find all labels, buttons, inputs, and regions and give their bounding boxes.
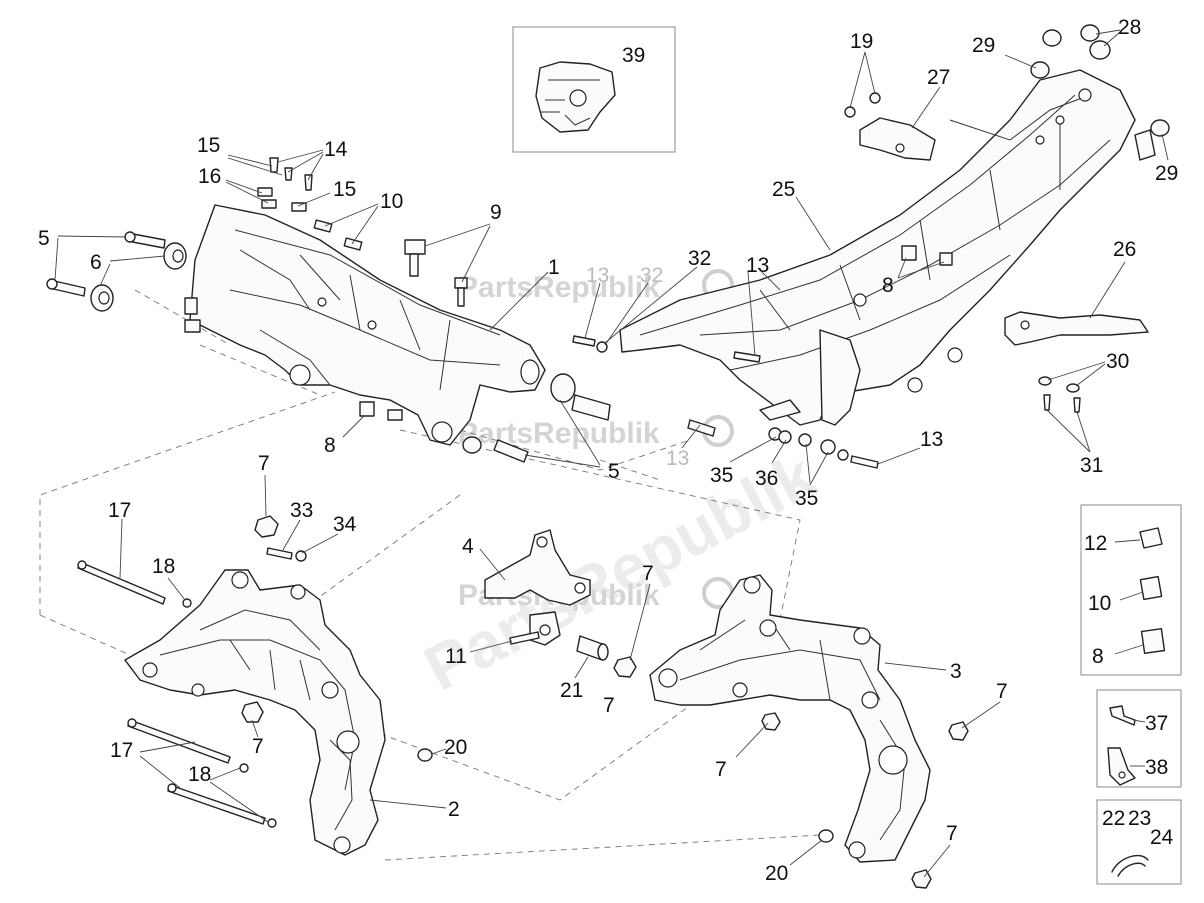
callout-6: 6 bbox=[90, 251, 102, 274]
callout-13-right: 13 bbox=[920, 428, 943, 451]
callout-32-watermark-row: 32 bbox=[640, 264, 663, 287]
front-frame-hardware bbox=[46, 157, 611, 463]
callout-9: 9 bbox=[490, 201, 502, 224]
callout-27: 27 bbox=[927, 66, 950, 89]
watermark-logo-1: PartsRepublik bbox=[458, 269, 734, 304]
callout-7-center-low: 7 bbox=[603, 694, 615, 717]
callout-8-subframe: 8 bbox=[882, 274, 894, 297]
screw-legend-box bbox=[1096, 689, 1182, 788]
callout-8-front: 8 bbox=[324, 434, 336, 457]
callout-5-right: 5 bbox=[608, 460, 620, 483]
callout-23: 23 bbox=[1128, 807, 1151, 830]
callout-4: 4 bbox=[462, 535, 474, 558]
callout-24: 24 bbox=[1150, 826, 1174, 849]
callout-7-bottom: 7 bbox=[946, 822, 958, 845]
watermark-text-1: PartsRepublik bbox=[458, 271, 660, 304]
callout-31: 31 bbox=[1080, 454, 1103, 477]
callout-35-left: 35 bbox=[710, 464, 733, 487]
callout-2: 2 bbox=[448, 798, 460, 821]
callout-17-lower: 17 bbox=[110, 739, 133, 762]
callout-22: 22 bbox=[1102, 807, 1125, 830]
callout-7-center: 7 bbox=[642, 562, 654, 585]
part-39-inset bbox=[512, 26, 676, 153]
clamp-legend-box bbox=[1096, 799, 1182, 885]
rear-subframe-hardware bbox=[572, 24, 1170, 469]
callout-38: 38 bbox=[1145, 756, 1168, 779]
left-bracket-part-2 bbox=[124, 569, 386, 856]
watermark-text-2: PartsRepublik bbox=[458, 417, 660, 450]
callout-13-lower: 13 bbox=[666, 447, 689, 470]
right-bracket-part-3 bbox=[649, 574, 969, 889]
callout-36: 36 bbox=[755, 467, 778, 490]
callout-18-lower: 18 bbox=[188, 763, 211, 786]
callout-1: 1 bbox=[548, 256, 560, 279]
callout-13-watermark-row: 13 bbox=[586, 264, 609, 287]
callout-18-top: 18 bbox=[152, 555, 175, 578]
callout-3: 3 bbox=[950, 660, 962, 683]
callout-16: 16 bbox=[198, 165, 221, 188]
callout-21: 21 bbox=[560, 679, 583, 702]
callout-29-top: 29 bbox=[972, 34, 995, 57]
callout-11: 11 bbox=[445, 645, 467, 668]
callout-7-right: 7 bbox=[996, 680, 1008, 703]
callout-32: 32 bbox=[688, 247, 711, 270]
callout-28: 28 bbox=[1118, 16, 1141, 39]
callout-12: 12 bbox=[1084, 532, 1107, 555]
callout-7-right-low: 7 bbox=[715, 758, 727, 781]
rear-subframe-part-25 bbox=[619, 69, 1156, 426]
callout-26: 26 bbox=[1113, 238, 1136, 261]
callout-19: 19 bbox=[850, 30, 873, 53]
callout-5-left: 5 bbox=[38, 227, 50, 250]
callout-10-frame: 10 bbox=[380, 190, 403, 213]
callout-33: 33 bbox=[290, 499, 313, 522]
callout-10-legend: 10 bbox=[1088, 592, 1111, 615]
watermark-logo-2: PartsRepublik bbox=[458, 415, 734, 450]
callout-39: 39 bbox=[622, 44, 645, 67]
callout-29-right: 29 bbox=[1155, 162, 1178, 185]
clip-legend-box bbox=[1080, 504, 1182, 676]
callout-15-lower: 15 bbox=[333, 178, 356, 201]
callout-13-subframe: 13 bbox=[746, 254, 769, 277]
callout-25: 25 bbox=[772, 178, 795, 201]
center-bracket-part-4 bbox=[484, 529, 637, 678]
callout-7-left-low: 7 bbox=[252, 735, 264, 758]
callout-20-left: 20 bbox=[444, 736, 467, 759]
callout-8-legend: 8 bbox=[1092, 645, 1104, 668]
front-frame-part-1 bbox=[184, 204, 546, 446]
callout-20-right: 20 bbox=[765, 862, 788, 885]
callout-14: 14 bbox=[324, 138, 348, 161]
callout-7-top: 7 bbox=[258, 452, 270, 475]
callout-17-top: 17 bbox=[108, 499, 131, 522]
left-bracket-hardware bbox=[77, 515, 433, 828]
callout-34: 34 bbox=[333, 513, 357, 536]
callout-15-top: 15 bbox=[197, 134, 220, 157]
leader-lines bbox=[54, 29, 1169, 878]
callout-30: 30 bbox=[1106, 350, 1129, 373]
callout-35-right: 35 bbox=[795, 487, 818, 510]
callout-labels: 39 15 14 16 15 10 9 5 6 1 13 32 32 13 13… bbox=[38, 16, 1178, 885]
callout-37: 37 bbox=[1145, 712, 1168, 735]
